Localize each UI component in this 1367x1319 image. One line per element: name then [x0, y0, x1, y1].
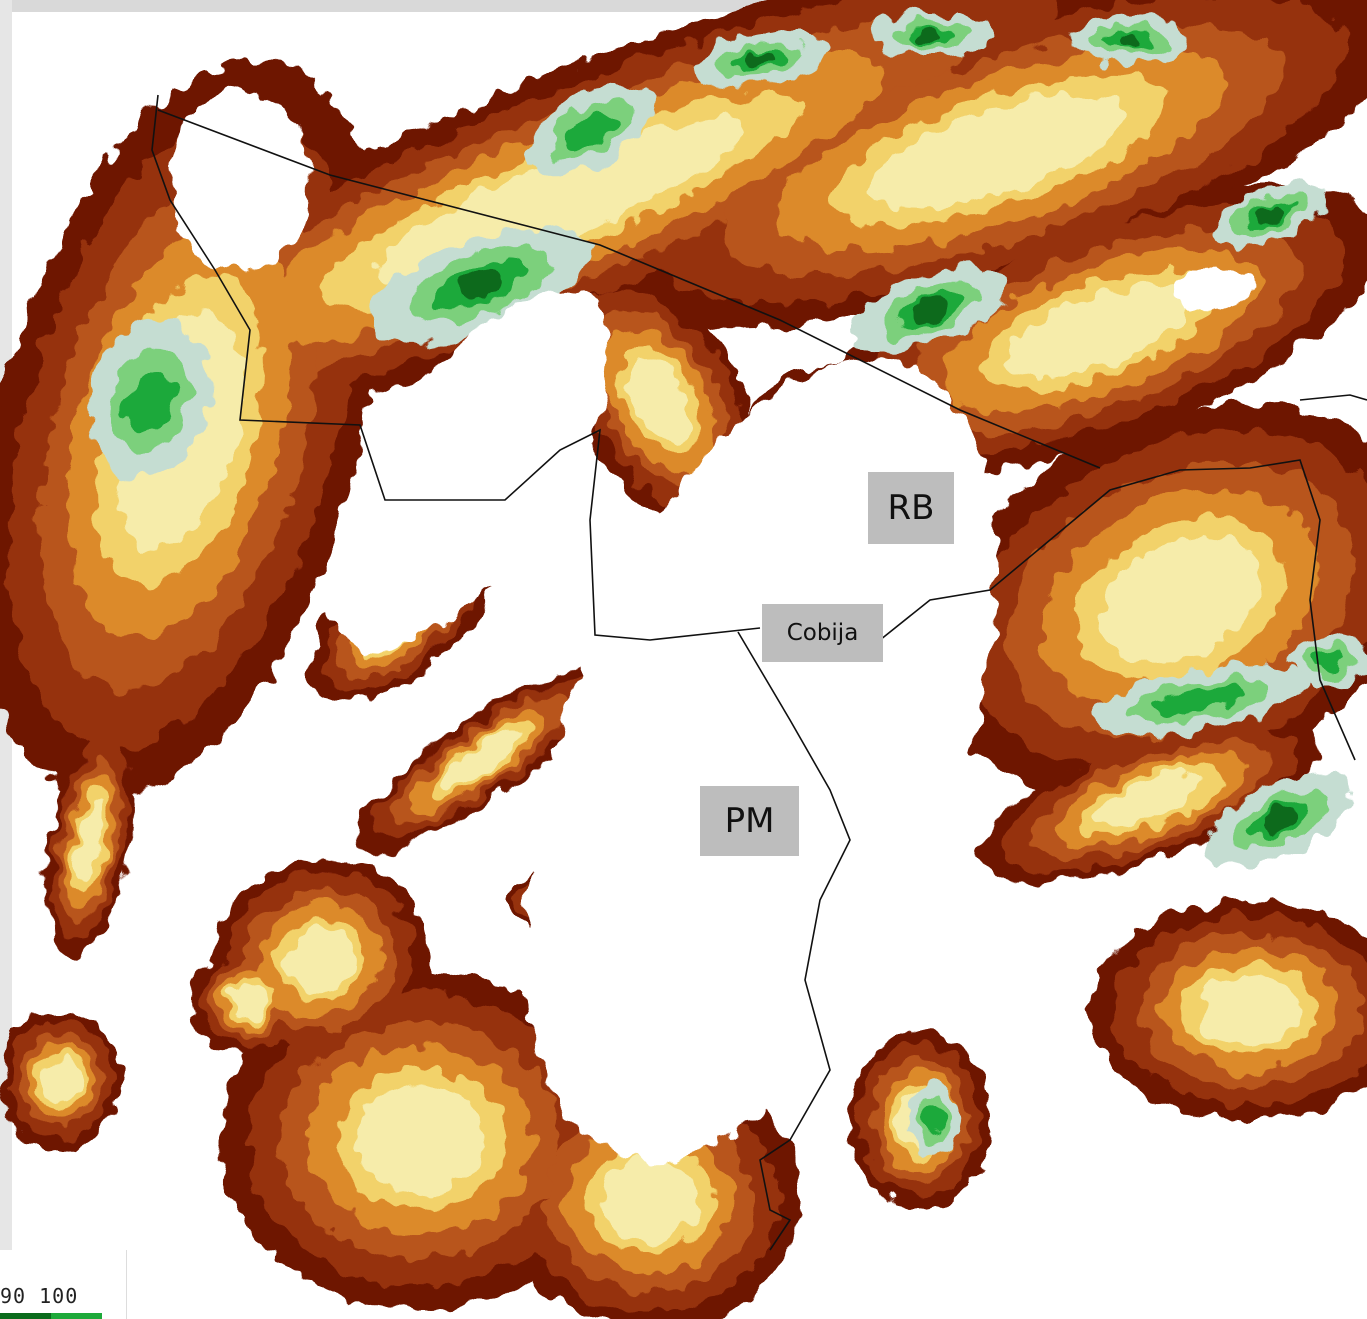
legend-panel: [0, 1250, 127, 1319]
rain-cell: [1198, 974, 1302, 1046]
legend-tick-labels: 90 100: [0, 1284, 79, 1308]
rain-cell: [1264, 808, 1296, 832]
border-west-line: [151, 94, 761, 641]
rain-cell: [1258, 206, 1282, 224]
legend-color-bar: [0, 1313, 102, 1319]
label-cobija: Cobija: [762, 604, 883, 662]
border-north-line: [157, 109, 1101, 469]
rain-cell: [1095, 773, 1205, 827]
rain-cell: [230, 982, 270, 1018]
label-pm: PM: [700, 786, 799, 856]
border-east-line: [1299, 394, 1367, 401]
rain-cell: [1170, 270, 1250, 310]
rain-cell: [871, 92, 1129, 208]
rain-cell: [40, 1057, 80, 1103]
rain-cell: [1156, 685, 1244, 715]
rain-cell: [1100, 537, 1260, 663]
rain-cell: [75, 802, 105, 878]
label-rb: RB: [868, 472, 954, 544]
country-borders: [151, 94, 1367, 1251]
legend-swatch: [0, 1313, 51, 1319]
rain-cell: [564, 111, 616, 149]
rain-cell: [925, 1106, 945, 1134]
rain-cell: [523, 359, 997, 1161]
rain-cell: [285, 927, 355, 993]
rain-cell: [914, 298, 946, 322]
rain-cell: [440, 730, 520, 790]
rain-cell: [628, 359, 692, 441]
rain-cell: [456, 269, 504, 301]
rain-cell: [328, 290, 612, 650]
rain-cell: [170, 90, 310, 270]
rain-cell: [1008, 283, 1192, 377]
rain-cell: [918, 28, 942, 42]
rain-cell: [602, 1158, 698, 1242]
rain-cell: [1118, 32, 1142, 48]
rain-cell: [746, 52, 774, 68]
border-south-line: [737, 631, 851, 1251]
rain-cell: [356, 1085, 484, 1195]
legend-swatch: [51, 1313, 102, 1319]
rain-cell: [375, 117, 745, 283]
rain-cell: [125, 368, 175, 432]
rain-cell: [1314, 650, 1346, 670]
border-river-line: [879, 459, 1356, 761]
